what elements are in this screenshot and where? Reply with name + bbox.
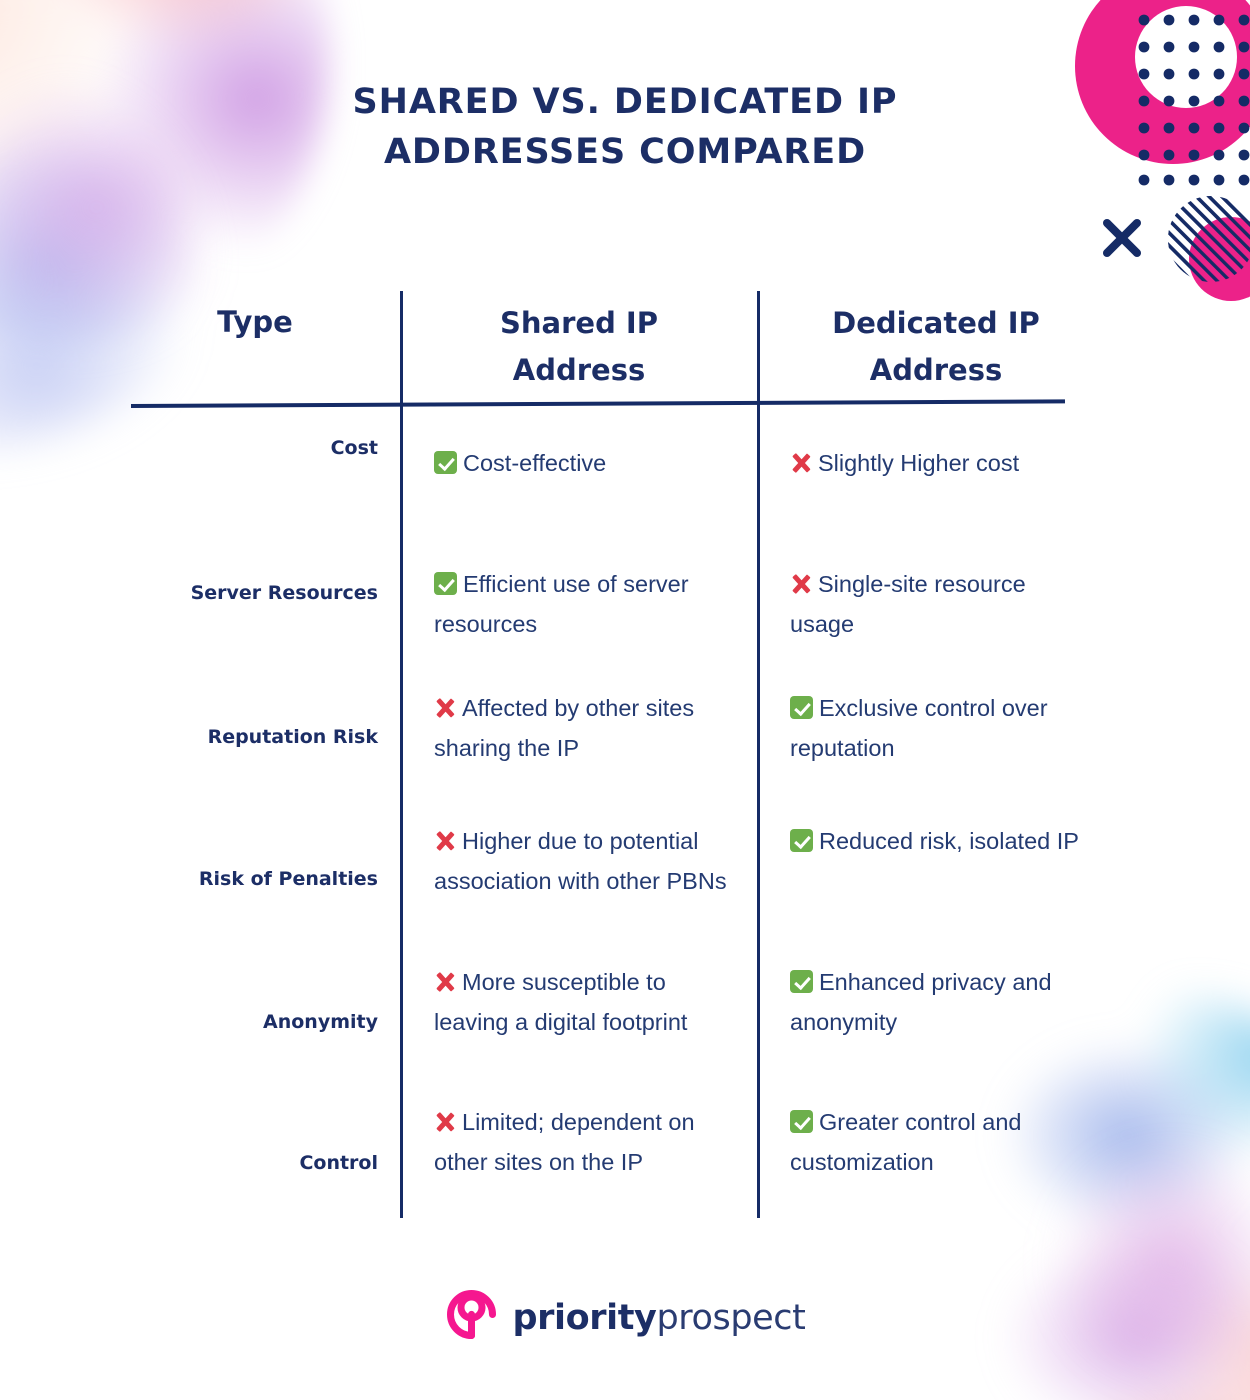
row-label-server-resources: Server Resources bbox=[190, 582, 378, 604]
column-divider-1 bbox=[400, 291, 403, 1218]
brand-word-prospect: prospect bbox=[656, 1297, 806, 1338]
column-header-dedicated-ip: Dedicated IP Address bbox=[761, 300, 1111, 394]
cell-dedicated-risk-of-penalties: Reduced risk, isolated IP bbox=[790, 821, 1080, 861]
cell-dedicated-anonymity: Enhanced privacy and anonymity bbox=[790, 962, 1080, 1043]
cell-text: Single-site resource usage bbox=[790, 571, 1026, 638]
cell-shared-server-resources: Efficient use of server resources bbox=[434, 564, 740, 645]
column-divider-2 bbox=[757, 291, 760, 1218]
check-icon bbox=[434, 572, 457, 595]
cross-icon bbox=[790, 572, 812, 595]
cell-text: Cost-effective bbox=[463, 450, 607, 476]
cross-icon bbox=[790, 451, 812, 474]
page-title: SHARED VS. DEDICATED IP ADDRESSES COMPAR… bbox=[0, 78, 1250, 177]
row-label-control: Control bbox=[299, 1152, 378, 1174]
cell-text: Reduced risk, isolated IP bbox=[819, 828, 1079, 854]
column-header-shared-line2: Address bbox=[512, 352, 646, 387]
check-icon bbox=[790, 696, 813, 719]
cross-icon bbox=[434, 970, 456, 993]
cell-text: Slightly Higher cost bbox=[818, 450, 1020, 476]
header-rule bbox=[130, 399, 1065, 408]
cell-shared-reputation-risk: Affected by other sites sharing the IP bbox=[434, 688, 740, 769]
cell-text: Enhanced privacy and anonymity bbox=[790, 969, 1052, 1036]
brand-logo-text: priorityprospect bbox=[513, 1298, 806, 1338]
cross-icon bbox=[434, 1110, 456, 1133]
cell-text: Greater control and customization bbox=[790, 1109, 1022, 1176]
navy-x-mark-icon bbox=[1100, 216, 1144, 265]
column-header-dedicated-line1: Dedicated IP bbox=[832, 306, 1040, 340]
column-header-type: Type bbox=[217, 305, 293, 339]
cell-text: Exclusive control over reputation bbox=[790, 695, 1048, 762]
column-header-shared-line1: Shared IP bbox=[500, 306, 658, 340]
column-header-shared-ip: Shared IP Address bbox=[404, 300, 754, 394]
row-label-anonymity: Anonymity bbox=[263, 1011, 378, 1033]
brand-word-priority: priority bbox=[512, 1297, 657, 1338]
cell-dedicated-control: Greater control and customization bbox=[790, 1102, 1080, 1183]
check-icon bbox=[434, 451, 457, 474]
check-icon bbox=[790, 970, 813, 993]
cell-text: Higher due to potential association with… bbox=[434, 828, 727, 895]
cell-text: Efficient use of server resources bbox=[434, 571, 689, 638]
check-icon bbox=[790, 1110, 813, 1133]
cell-shared-anonymity: More susceptible to leaving a digital fo… bbox=[434, 962, 740, 1043]
row-label-cost: Cost bbox=[330, 437, 378, 459]
priority-prospect-spiral-icon bbox=[445, 1288, 499, 1347]
cross-icon bbox=[434, 829, 456, 852]
cell-dedicated-server-resources: Single-site resource usage bbox=[790, 564, 1080, 645]
cell-text: Limited; dependent on other sites on the… bbox=[434, 1109, 695, 1176]
brand-logo: priorityprospect bbox=[0, 1288, 1250, 1347]
cell-shared-risk-of-penalties: Higher due to potential association with… bbox=[434, 821, 740, 902]
page-title-line2: ADDRESSES COMPARED bbox=[383, 131, 867, 172]
cell-text: More susceptible to leaving a digital fo… bbox=[434, 969, 688, 1036]
cell-dedicated-reputation-risk: Exclusive control over reputation bbox=[790, 688, 1080, 769]
cell-dedicated-cost: Slightly Higher cost bbox=[790, 443, 1080, 483]
page-title-line1: SHARED VS. DEDICATED IP bbox=[352, 82, 898, 122]
navy-dot-grid bbox=[1138, 14, 1250, 191]
check-icon bbox=[790, 829, 813, 852]
row-label-reputation-risk: Reputation Risk bbox=[207, 726, 378, 748]
striped-pink-circle bbox=[1168, 196, 1250, 302]
cell-text: Affected by other sites sharing the IP bbox=[434, 695, 695, 762]
column-header-dedicated-line2: Address bbox=[869, 352, 1003, 387]
row-label-risk-of-penalties: Risk of Penalties bbox=[198, 868, 378, 890]
cross-icon bbox=[434, 696, 456, 719]
cell-shared-control: Limited; dependent on other sites on the… bbox=[434, 1102, 746, 1183]
cell-shared-cost: Cost-effective bbox=[434, 443, 740, 483]
